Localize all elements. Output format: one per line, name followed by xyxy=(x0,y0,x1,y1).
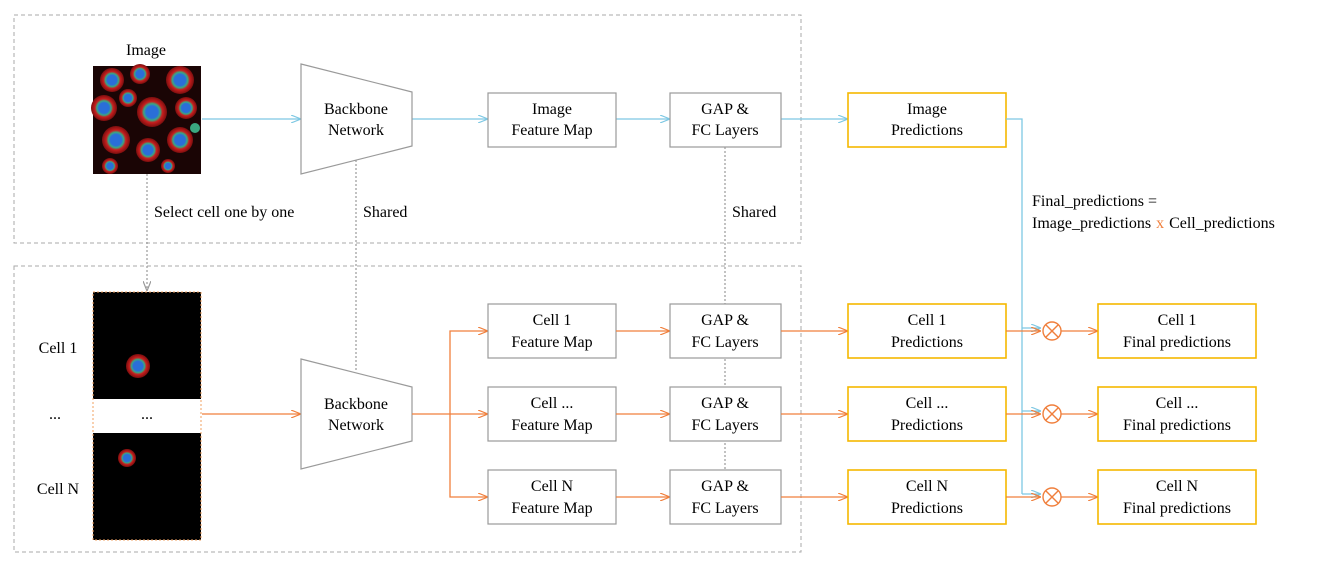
top-backbone-network xyxy=(300,63,413,175)
microscopy-image xyxy=(91,64,201,174)
image-title: Image xyxy=(126,42,166,59)
cell-n-side-label: Cell N xyxy=(37,481,80,498)
cell-n-predictions-label-1: Cell N xyxy=(906,478,949,495)
cell-n-feature-map-label-1: Cell N xyxy=(531,478,574,495)
shared-backbone-label: Shared xyxy=(363,204,407,221)
image-feature-map-label-2: Feature Map xyxy=(511,122,592,139)
image-predictions-label-2: Predictions xyxy=(891,122,963,139)
cell-mid-predictions-box xyxy=(847,386,1007,442)
image-predictions-box xyxy=(847,92,1007,148)
bottom-backbone-label-1: Backbone xyxy=(324,396,388,413)
formula-line-1: Final_predictions = xyxy=(1032,193,1157,210)
top-frame xyxy=(13,14,802,244)
bottom-frame xyxy=(13,265,802,553)
cell-n-feature-map-label-2: Feature Map xyxy=(511,500,592,517)
cell-row-2: Cell ... Feature Map GAP & FC Layers Cel… xyxy=(487,386,1257,442)
cell-1-feature-map-box xyxy=(487,303,617,359)
multiply-icon xyxy=(1042,404,1062,424)
cell-1-final-label-2: Final predictions xyxy=(1123,334,1231,351)
cell-mid-final-box xyxy=(1097,386,1257,442)
image-predictions-trunk xyxy=(1006,118,1023,494)
fan-arrow-row-1 xyxy=(412,331,487,415)
cell-1-predictions-label-1: Cell 1 xyxy=(908,312,947,329)
top-gap-fc-label-2: FC Layers xyxy=(691,122,758,139)
fan-arrow-row-3 xyxy=(449,414,487,497)
shared-gap-label: Shared xyxy=(732,204,776,221)
strip-ellipsis: ... xyxy=(141,406,153,423)
top-backbone-label-1: Backbone xyxy=(324,101,388,118)
multiply-icon xyxy=(1042,487,1062,507)
cell-n-final-label-1: Cell N xyxy=(1156,478,1199,495)
top-backbone-label-2: Network xyxy=(328,122,384,139)
cell-n-final-label-2: Final predictions xyxy=(1123,500,1231,517)
top-gap-fc-label-1: GAP & xyxy=(701,101,749,118)
cell-1-final-label-1: Cell 1 xyxy=(1158,312,1197,329)
bottom-backbone-network xyxy=(300,358,413,470)
cell-ellipsis-side-label: ... xyxy=(49,406,61,423)
cell-n-gap-fc-label-2: FC Layers xyxy=(691,500,758,517)
cell-mid-predictions-label-2: Predictions xyxy=(891,417,963,434)
image-feature-map-box xyxy=(487,92,617,148)
cell-n-feature-map-box xyxy=(487,469,617,525)
cell-1-predictions-box xyxy=(847,303,1007,359)
cell-1-feature-map-label-2: Feature Map xyxy=(511,334,592,351)
cell-n-final-box xyxy=(1097,469,1257,525)
cell-1-gap-fc-box xyxy=(669,303,782,359)
bottom-backbone-label-2: Network xyxy=(328,417,384,434)
cell-mid-feature-map-label-2: Feature Map xyxy=(511,417,592,434)
cell-1-feature-map-label-1: Cell 1 xyxy=(533,312,572,329)
cell-mid-final-label-1: Cell ... xyxy=(1156,395,1199,412)
cell-1-gap-fc-label-1: GAP & xyxy=(701,312,749,329)
cell-n-gap-fc-label-1: GAP & xyxy=(701,478,749,495)
cell-n-predictions-label-2: Predictions xyxy=(891,500,963,517)
multiply-icon xyxy=(1042,321,1062,341)
cell-row-1: Cell 1 Feature Map GAP & FC Layers Cell … xyxy=(487,303,1257,359)
cell-mid-final-label-2: Final predictions xyxy=(1123,417,1231,434)
cell-1-gap-fc-label-2: FC Layers xyxy=(691,334,758,351)
select-cell-label: Select cell one by one xyxy=(154,204,294,221)
image-feature-map-label-1: Image xyxy=(532,101,572,118)
cell-1-predictions-label-2: Predictions xyxy=(891,334,963,351)
cell-image-strip xyxy=(92,291,202,541)
cell-mid-gap-fc-label-2: FC Layers xyxy=(691,417,758,434)
cell-row-3: Cell N Feature Map GAP & FC Layers Cell … xyxy=(487,469,1257,525)
cell-1-side-label: Cell 1 xyxy=(39,340,78,357)
cell-n-gap-fc-box xyxy=(669,469,782,525)
cell-mid-feature-map-label-1: Cell ... xyxy=(531,395,574,412)
top-gap-fc-box xyxy=(669,92,782,148)
cell-1-final-box xyxy=(1097,303,1257,359)
cell-mid-gap-fc-box xyxy=(669,386,782,442)
cell-mid-gap-fc-label-1: GAP & xyxy=(701,395,749,412)
cell-mid-predictions-label-1: Cell ... xyxy=(906,395,949,412)
image-predictions-label-1: Image xyxy=(907,101,947,118)
